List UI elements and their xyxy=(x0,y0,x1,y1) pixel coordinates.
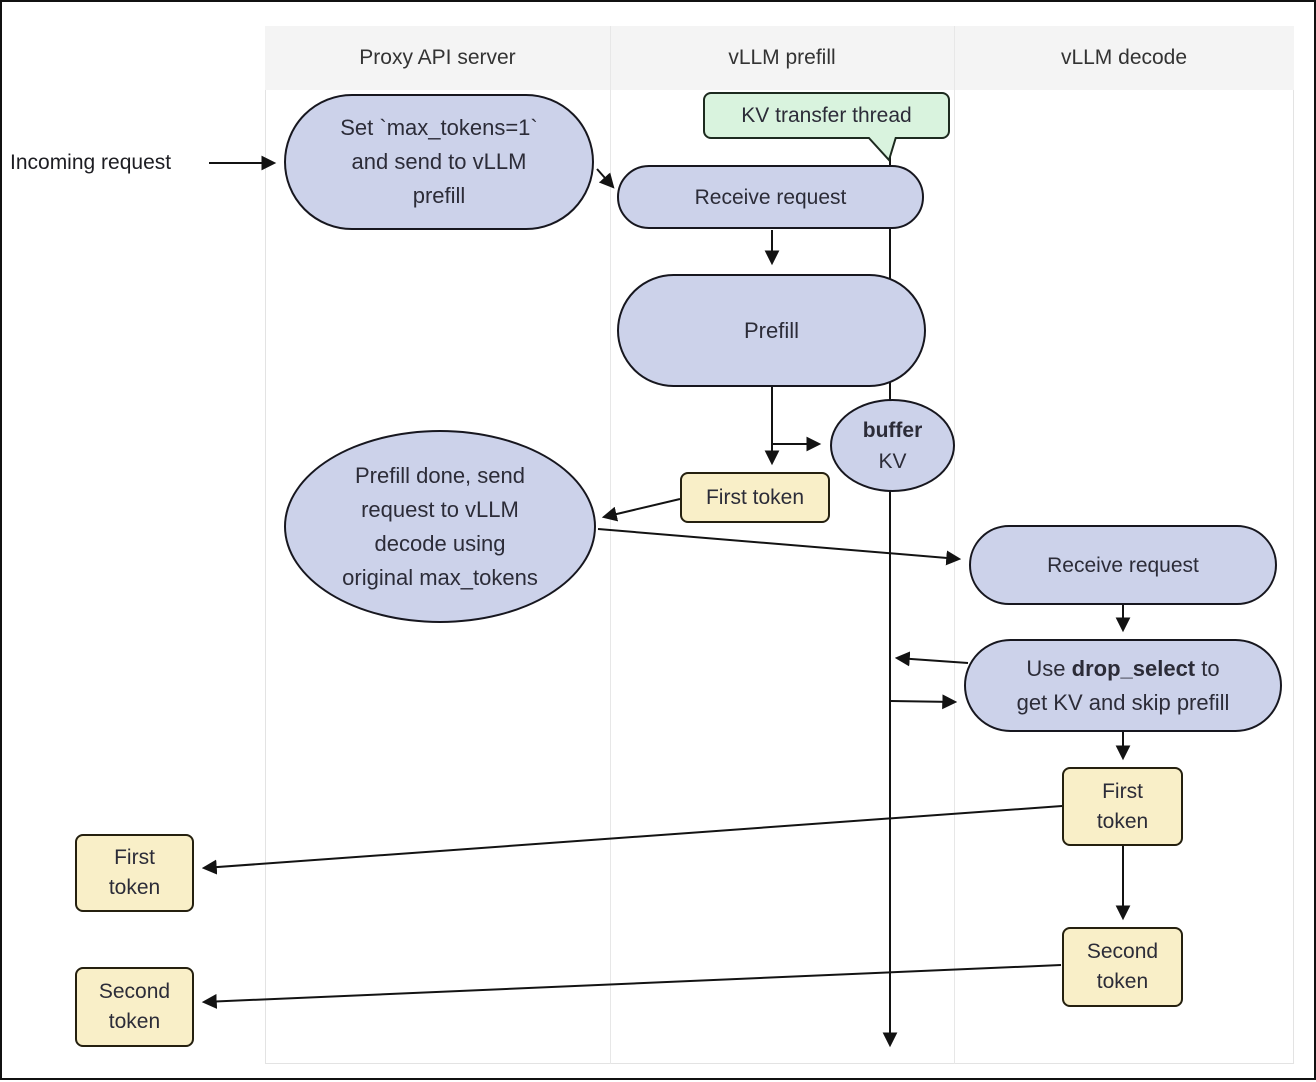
drop-select-bold: drop_select xyxy=(1071,655,1196,681)
node-receive-request-prefill: Receive request xyxy=(617,165,924,229)
lane-title-decode: vLLM decode xyxy=(1060,46,1188,69)
node-first-token-out: First token xyxy=(75,834,194,912)
edge-dropselect-to-kvline xyxy=(894,651,969,667)
node-prefill: Prefill xyxy=(617,274,926,387)
node-kv-transfer-thread: KV transfer thread xyxy=(703,92,950,139)
node-first-token-decode: First token xyxy=(1062,767,1183,846)
node-drop-select: Use drop_select to get KV and skip prefil… xyxy=(964,639,1282,732)
edge-proxy-to-receive xyxy=(596,168,615,189)
edge-prefilldone-to-receivedecode xyxy=(597,528,962,566)
lane-divider-1 xyxy=(610,26,611,1064)
buffer-rest: KV xyxy=(878,449,907,473)
edge-firsttoken-to-prefilldone xyxy=(601,498,681,522)
node-first-token-prefill: First token xyxy=(680,472,830,523)
drop-select-line2: get KV and skip prefill xyxy=(1016,689,1230,715)
node-receive-request-decode: Receive request xyxy=(969,525,1277,605)
node-set-max-tokens: Set `max_tokens=1` and send to vLLM pref… xyxy=(284,94,594,230)
node-prefill-done: Prefill done, send request to vLLM decod… xyxy=(284,430,596,623)
kv-thread-tail xyxy=(867,137,897,162)
lane-header: Proxy API server vLLM prefill vLLM decod… xyxy=(265,26,1294,90)
lane-title-proxy: Proxy API server xyxy=(359,46,516,69)
edge-secondtoken-to-out xyxy=(201,964,1062,1009)
drop-select-post: to xyxy=(1195,655,1220,681)
edge-kvline-to-dropselect xyxy=(890,694,958,710)
drop-select-pre: Use xyxy=(1026,655,1072,681)
node-second-token-decode: Second token xyxy=(1062,927,1183,1007)
lane-title-prefill: vLLM prefill xyxy=(728,46,836,69)
node-second-token-out: Second token xyxy=(75,967,194,1047)
lane-divider-2 xyxy=(954,26,955,1064)
buffer-bold: buffer xyxy=(862,418,923,442)
incoming-request-label: Incoming request xyxy=(10,151,172,174)
drop-select-text: Use drop_select to get KV and skip prefil… xyxy=(1017,652,1230,720)
edge-firsttoken-to-out xyxy=(201,805,1063,875)
